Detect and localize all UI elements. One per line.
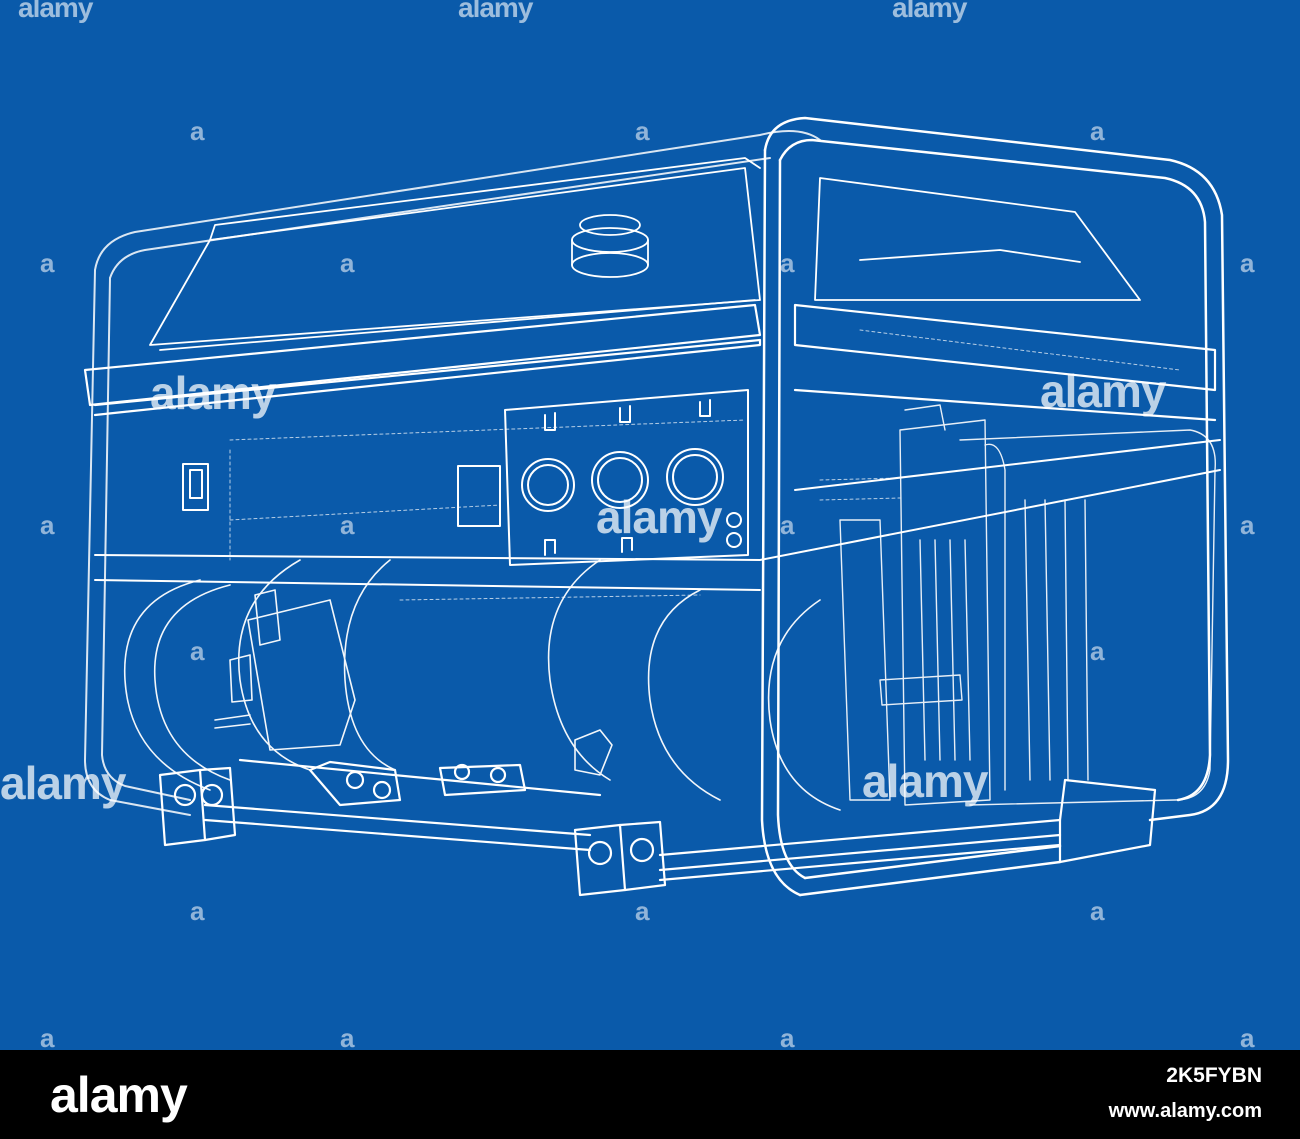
watermark-text: alamy [1040,365,1166,417]
watermark-mark: a [190,116,205,146]
watermark-mark: a [635,116,650,146]
watermark-mark: a [190,636,205,666]
footer-bar: alamy 2K5FYBN www.alamy.com [0,1050,1300,1139]
fuel-tank [149,157,1141,351]
generator-wireframe [83,116,1230,897]
watermark-mark: a [1240,248,1255,278]
watermark-mark: a [635,896,650,926]
watermark-mark: a [340,1023,355,1050]
cooling-fins [839,404,1216,806]
alternator [123,559,841,811]
watermark-mark: a [1090,896,1105,926]
control-panel [182,389,749,566]
image-id: 2K5FYBN [1166,1064,1262,1087]
watermark-mark: a [40,510,55,540]
watermark-mark: a [1240,510,1255,540]
watermark-mark: a [780,248,795,278]
base-frame [158,758,1157,897]
frame-tube-front [760,116,1230,897]
site-url[interactable]: www.alamy.com [1108,1100,1262,1122]
watermark-text: alamy [150,367,276,419]
watermark-mark: a [190,896,205,926]
hidden-edges [229,329,1181,601]
watermark-text: alamy [458,0,533,23]
watermark-mark: a [40,1023,55,1050]
watermark-text: alamy [18,0,93,23]
watermark-mark: a [340,510,355,540]
watermark-mark: a [1240,1023,1255,1050]
watermark-mark: a [1090,116,1105,146]
watermark-mark: a [780,1023,795,1050]
watermark-mark: a [40,248,55,278]
watermark-mark: a [1090,636,1105,666]
blueprint-artwork: alamy alamy alamy alamy alamy alamy alam… [0,0,1300,1050]
watermark-text: alamy [862,755,988,807]
watermark-mark: a [780,510,795,540]
watermark-text: alamy [892,0,967,23]
top-rails [83,303,1217,422]
watermark-text: alamy [596,491,722,543]
alamy-logo[interactable]: alamy [50,1067,188,1123]
frame-tube-back [84,130,821,816]
watermark-mark: a [340,248,355,278]
watermark-text: alamy [0,757,126,809]
middle-rail [94,439,1221,591]
